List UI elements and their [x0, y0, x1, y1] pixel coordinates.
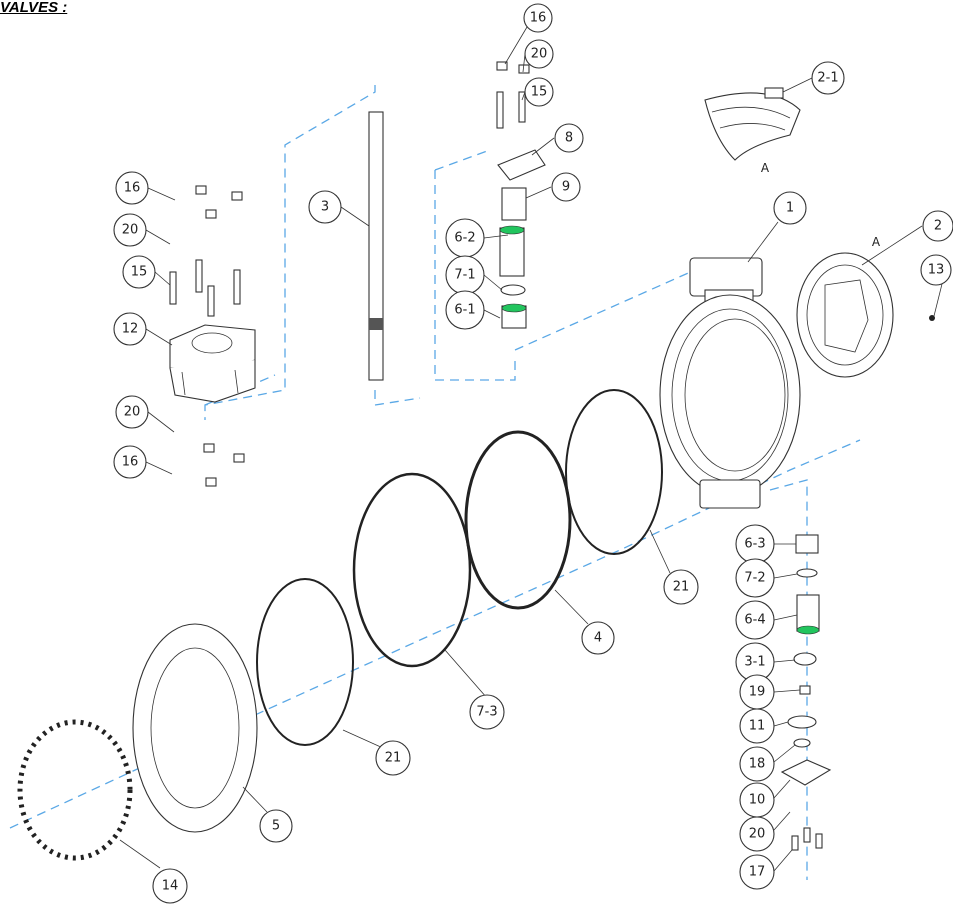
part-7-3-gasket [352, 472, 472, 668]
balloon-3: 3 [308, 190, 342, 224]
balloon-20-left-bottom: 20 [115, 395, 149, 429]
svg-text:1: 1 [786, 201, 794, 216]
balloon-2: 2 [922, 210, 953, 242]
svg-text:7-2: 7-2 [744, 571, 765, 586]
balloon-2-1: 2-1 [811, 61, 845, 95]
svg-text:16: 16 [124, 181, 141, 196]
svg-text:6-3: 6-3 [744, 537, 765, 552]
part-13-screw [929, 315, 935, 321]
svg-text:6-4: 6-4 [744, 613, 765, 628]
balloon-10: 10 [739, 782, 775, 818]
svg-text:6-1: 6-1 [454, 303, 475, 318]
part-12-bracket [169, 324, 256, 403]
balloon-7-2: 7-2 [735, 558, 775, 598]
svg-text:11: 11 [749, 719, 766, 734]
svg-text:17: 17 [749, 865, 766, 880]
svg-text:14: 14 [162, 879, 179, 894]
svg-text:13: 13 [928, 263, 945, 278]
svg-text:15: 15 [531, 85, 548, 100]
balloon-20-bottom: 20 [739, 816, 775, 852]
part-2-1-detail: A [704, 87, 801, 175]
balloon-17: 17 [739, 854, 775, 890]
part-21-gasket-lower [256, 578, 354, 746]
svg-text:21: 21 [385, 751, 402, 766]
svg-text:19: 19 [749, 685, 766, 700]
balloon-6-3: 6-3 [735, 524, 775, 564]
part-5-flange [132, 623, 258, 833]
svg-text:2: 2 [934, 219, 942, 234]
balloon-19: 19 [739, 674, 775, 710]
balloon-13: 13 [920, 254, 952, 286]
svg-text:3-1: 3-1 [744, 655, 765, 670]
balloon-6-4: 6-4 [735, 600, 775, 640]
svg-text:16: 16 [122, 455, 139, 470]
lower-small-parts [780, 534, 832, 851]
balloon-18: 18 [739, 746, 775, 782]
balloon-21-upper: 21 [663, 569, 699, 605]
svg-text:5: 5 [272, 819, 280, 834]
svg-text:8: 8 [565, 131, 573, 146]
detail-label-a-top: A [761, 161, 770, 175]
balloon-7-1: 7-1 [445, 255, 485, 295]
balloon-16-left-bottom: 16 [113, 445, 147, 479]
balloon-20-top: 20 [524, 39, 554, 69]
svg-text:3: 3 [321, 200, 329, 215]
svg-text:7-3: 7-3 [476, 705, 497, 720]
part-4-ring [464, 430, 572, 610]
svg-text:6-2: 6-2 [454, 231, 475, 246]
svg-text:7-1: 7-1 [454, 268, 475, 283]
svg-text:12: 12 [122, 322, 139, 337]
balloon-15-left: 15 [122, 255, 156, 289]
balloon-4: 4 [581, 621, 615, 655]
balloon-7-3: 7-3 [469, 694, 505, 730]
svg-text:2-1: 2-1 [817, 71, 838, 86]
page-title: VALVES : [0, 0, 68, 16]
detail-label-a-side: A [872, 235, 881, 249]
leader-lines [119, 21, 943, 872]
balloon-11: 11 [739, 708, 775, 744]
svg-text:9: 9 [562, 180, 570, 195]
balloon-5: 5 [259, 809, 293, 843]
part-1-body [659, 257, 801, 509]
balloon-6-1: 6-1 [445, 290, 485, 330]
balloon-15-top: 15 [524, 77, 554, 107]
balloon-16-left-top: 16 [115, 171, 149, 205]
svg-text:15: 15 [131, 265, 148, 280]
balloon-8: 8 [554, 123, 584, 153]
part-21-gasket-upper [565, 389, 663, 555]
balloon-6-2: 6-2 [445, 218, 485, 258]
balloon-1: 1 [773, 191, 807, 225]
svg-text:4: 4 [594, 631, 602, 646]
balloon-3-1: 3-1 [735, 642, 775, 682]
svg-text:20: 20 [124, 405, 141, 420]
balloon-12: 12 [113, 312, 147, 346]
balloon-21-lower: 21 [375, 740, 411, 776]
balloon-20-left-top: 20 [113, 213, 147, 247]
svg-text:16: 16 [530, 11, 547, 26]
svg-text:10: 10 [749, 793, 766, 808]
balloon-14: 14 [152, 868, 188, 904]
balloon-9: 9 [551, 172, 581, 202]
part-3-stem [368, 111, 384, 381]
upper-small-parts [496, 61, 546, 329]
svg-text:20: 20 [749, 827, 766, 842]
part-14-bolt-circle [17, 719, 133, 861]
svg-text:21: 21 [673, 580, 690, 595]
left-bolt-group [169, 185, 245, 487]
svg-text:20: 20 [122, 223, 139, 238]
svg-text:18: 18 [749, 757, 766, 772]
balloon-16-top: 16 [523, 3, 553, 33]
svg-text:20: 20 [531, 47, 548, 62]
part-2-liner: A [796, 235, 894, 378]
